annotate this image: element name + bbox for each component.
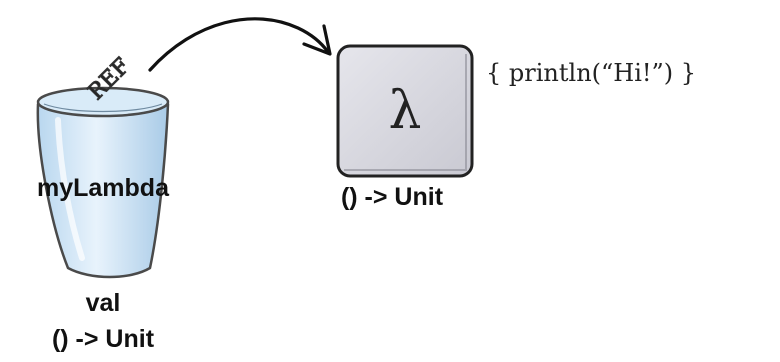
variable-type: () -> Unit xyxy=(52,325,155,353)
lambda-code: { println(“Hi!”) } xyxy=(486,59,696,87)
arrow-line xyxy=(150,19,328,70)
variable-keyword: val xyxy=(86,289,121,317)
lambda-type: () -> Unit xyxy=(341,183,444,211)
reference-arrow xyxy=(150,19,330,70)
lambda-symbol: λ xyxy=(389,81,422,141)
variable-name: myLambda xyxy=(37,174,170,202)
